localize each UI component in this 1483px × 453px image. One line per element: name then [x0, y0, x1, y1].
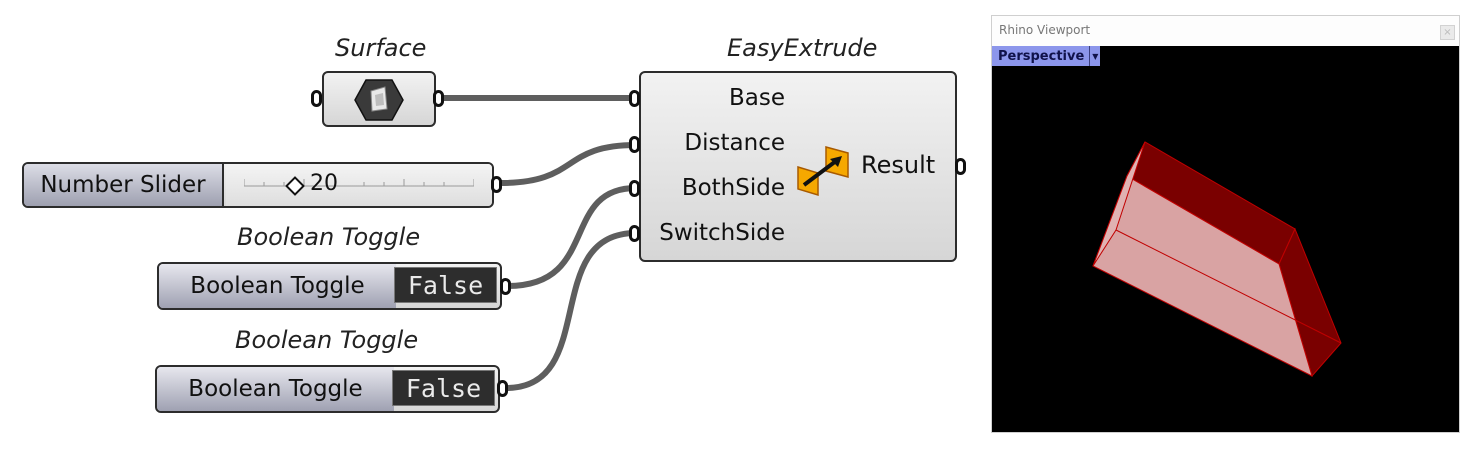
input-bothside-grip[interactable]	[629, 180, 640, 197]
toggle1-value[interactable]: False	[394, 267, 497, 303]
output-result-grip[interactable]	[955, 158, 966, 175]
toggle1-output-grip[interactable]	[500, 278, 511, 295]
viewport-tab-perspective[interactable]: Perspective ▼	[992, 46, 1101, 66]
surface-icon	[354, 79, 404, 121]
input-base-label: Base	[728, 85, 785, 111]
extrude-icon	[797, 146, 849, 197]
input-distance-grip[interactable]	[629, 136, 640, 153]
toggle2-caption: Boolean Toggle	[235, 326, 419, 354]
toggle2-output-grip[interactable]	[497, 380, 508, 397]
wire-slider-distance[interactable]	[497, 142, 639, 186]
slider-track[interactable]: 20	[226, 164, 492, 206]
output-result-label: Result	[861, 151, 936, 179]
easy-extrude-component[interactable]: Base Distance BothSide SwitchSide Result	[639, 71, 957, 262]
toggle2-value[interactable]: False	[392, 370, 495, 406]
slider-value: 20	[310, 171, 338, 196]
input-switchside-label: SwitchSide	[659, 220, 785, 246]
surface-input-grip[interactable]	[311, 90, 322, 107]
viewport-canvas[interactable]: Perspective ▼	[992, 46, 1459, 432]
dropdown-arrow-icon[interactable]: ▼	[1089, 46, 1100, 66]
input-switchside-grip[interactable]	[629, 225, 640, 242]
extrude-caption: EasyExtrude	[727, 34, 878, 62]
viewport-title: Rhino Viewport	[999, 23, 1091, 37]
input-distance-label: Distance	[684, 130, 785, 156]
close-icon[interactable]: ×	[1440, 25, 1455, 40]
viewport-titlebar[interactable]: Rhino Viewport ×	[992, 16, 1459, 46]
slider-label: Number Slider	[24, 164, 224, 206]
input-base-grip[interactable]	[629, 90, 640, 107]
input-bothside-label: BothSide	[681, 175, 785, 201]
toggle1-label: Boolean Toggle	[159, 264, 396, 308]
boolean-toggle-1[interactable]: Boolean Toggle False	[157, 262, 502, 310]
toggle1-caption: Boolean Toggle	[237, 223, 421, 251]
viewport-tab-label: Perspective	[998, 48, 1085, 64]
extruded-solid-preview	[1092, 141, 1342, 378]
wire-toggle2-switchside[interactable]	[503, 230, 639, 391]
number-slider[interactable]: Number Slider 20	[22, 162, 494, 208]
slider-output-grip[interactable]	[491, 176, 502, 193]
surface-caption: Surface	[335, 34, 427, 62]
toggle2-label: Boolean Toggle	[157, 367, 394, 411]
rhino-viewport-window[interactable]: Rhino Viewport × Perspective ▼	[991, 15, 1460, 433]
wire-toggle1-bothside[interactable]	[505, 185, 639, 289]
surface-param[interactable]	[322, 71, 436, 127]
boolean-toggle-2[interactable]: Boolean Toggle False	[155, 365, 500, 413]
surface-output-grip[interactable]	[433, 90, 444, 107]
slider-ticks	[244, 179, 474, 187]
